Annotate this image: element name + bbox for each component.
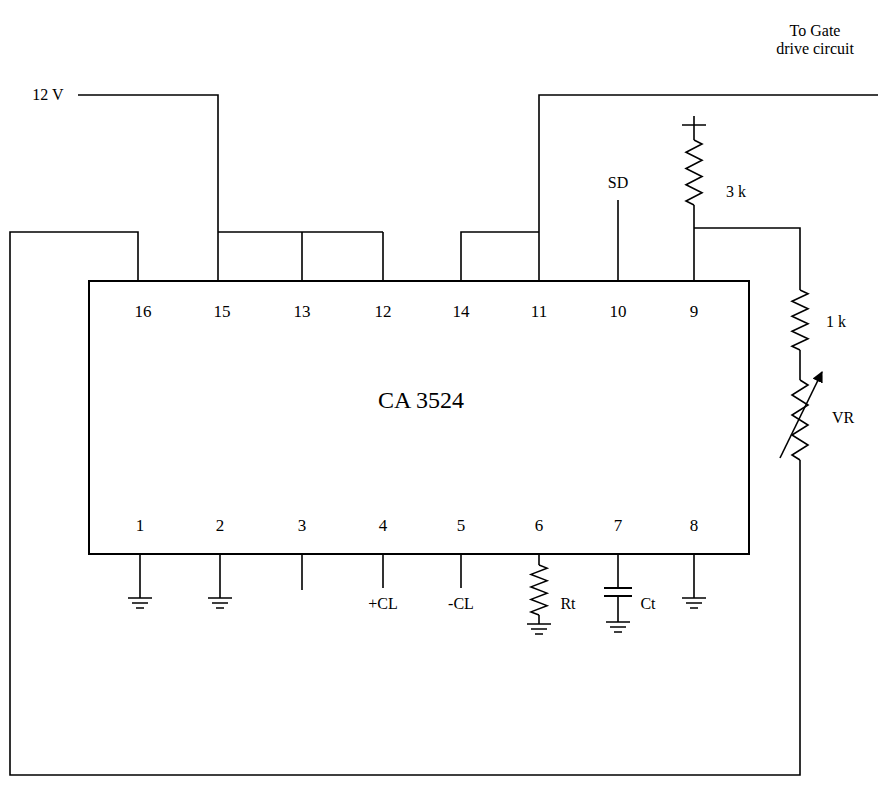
ic-package: CA 3524: [88, 280, 750, 555]
ground-symbol: [527, 624, 551, 634]
signal-name: SD: [608, 174, 628, 192]
feedback-wire: [694, 125, 800, 380]
component-name: Ct: [640, 595, 655, 613]
pin-number: 7: [614, 516, 623, 536]
resistor-value: 1 k: [826, 313, 846, 331]
resistor-value: 3 k: [726, 183, 746, 201]
ground-symbol: [682, 116, 706, 125]
output-wire: [461, 232, 539, 280]
pin-number: 10: [610, 302, 627, 322]
supply-wire: [78, 95, 218, 280]
pin-number: 4: [379, 516, 388, 536]
pin-number: 3: [298, 516, 307, 536]
resistor-symbol: [686, 140, 702, 205]
signal-name: -CL: [448, 595, 474, 613]
pin-number: 6: [535, 516, 544, 536]
variable-arrow: [780, 372, 822, 458]
supply-label: 12 V: [32, 86, 63, 104]
chip-name: CA 3524: [378, 387, 464, 414]
pin-number: 13: [294, 302, 311, 322]
pin-number: 12: [375, 302, 392, 322]
pin-wire: [140, 555, 694, 624]
output-label: To Gate drive circuit: [776, 22, 854, 59]
pin-number: 16: [135, 302, 152, 322]
supply-wire: [218, 232, 383, 280]
resistor-symbol: [531, 565, 547, 615]
pin-number: 8: [690, 516, 699, 536]
capacitor-symbol: [604, 588, 632, 596]
pin-number: 9: [690, 302, 699, 322]
pin-number: 11: [531, 302, 547, 322]
pin-number: 1: [136, 516, 145, 536]
component-name: VR: [832, 409, 854, 427]
pin-number: 2: [216, 516, 225, 536]
resistor-symbol: [792, 380, 808, 460]
ground-symbol: [128, 598, 152, 608]
ground-symbol: [682, 598, 706, 608]
ground-symbol: [208, 598, 232, 608]
shutdown-wire: [617, 200, 619, 280]
pin-number: 14: [453, 302, 470, 322]
pin-number: 5: [457, 516, 466, 536]
pin-number: 15: [214, 302, 231, 322]
reference-wire: [10, 232, 800, 775]
signal-name: +CL: [368, 595, 397, 613]
resistor-symbol: [792, 290, 808, 350]
output-wire: [539, 95, 878, 280]
component-name: Rt: [560, 595, 575, 613]
ground-symbol: [606, 622, 630, 632]
